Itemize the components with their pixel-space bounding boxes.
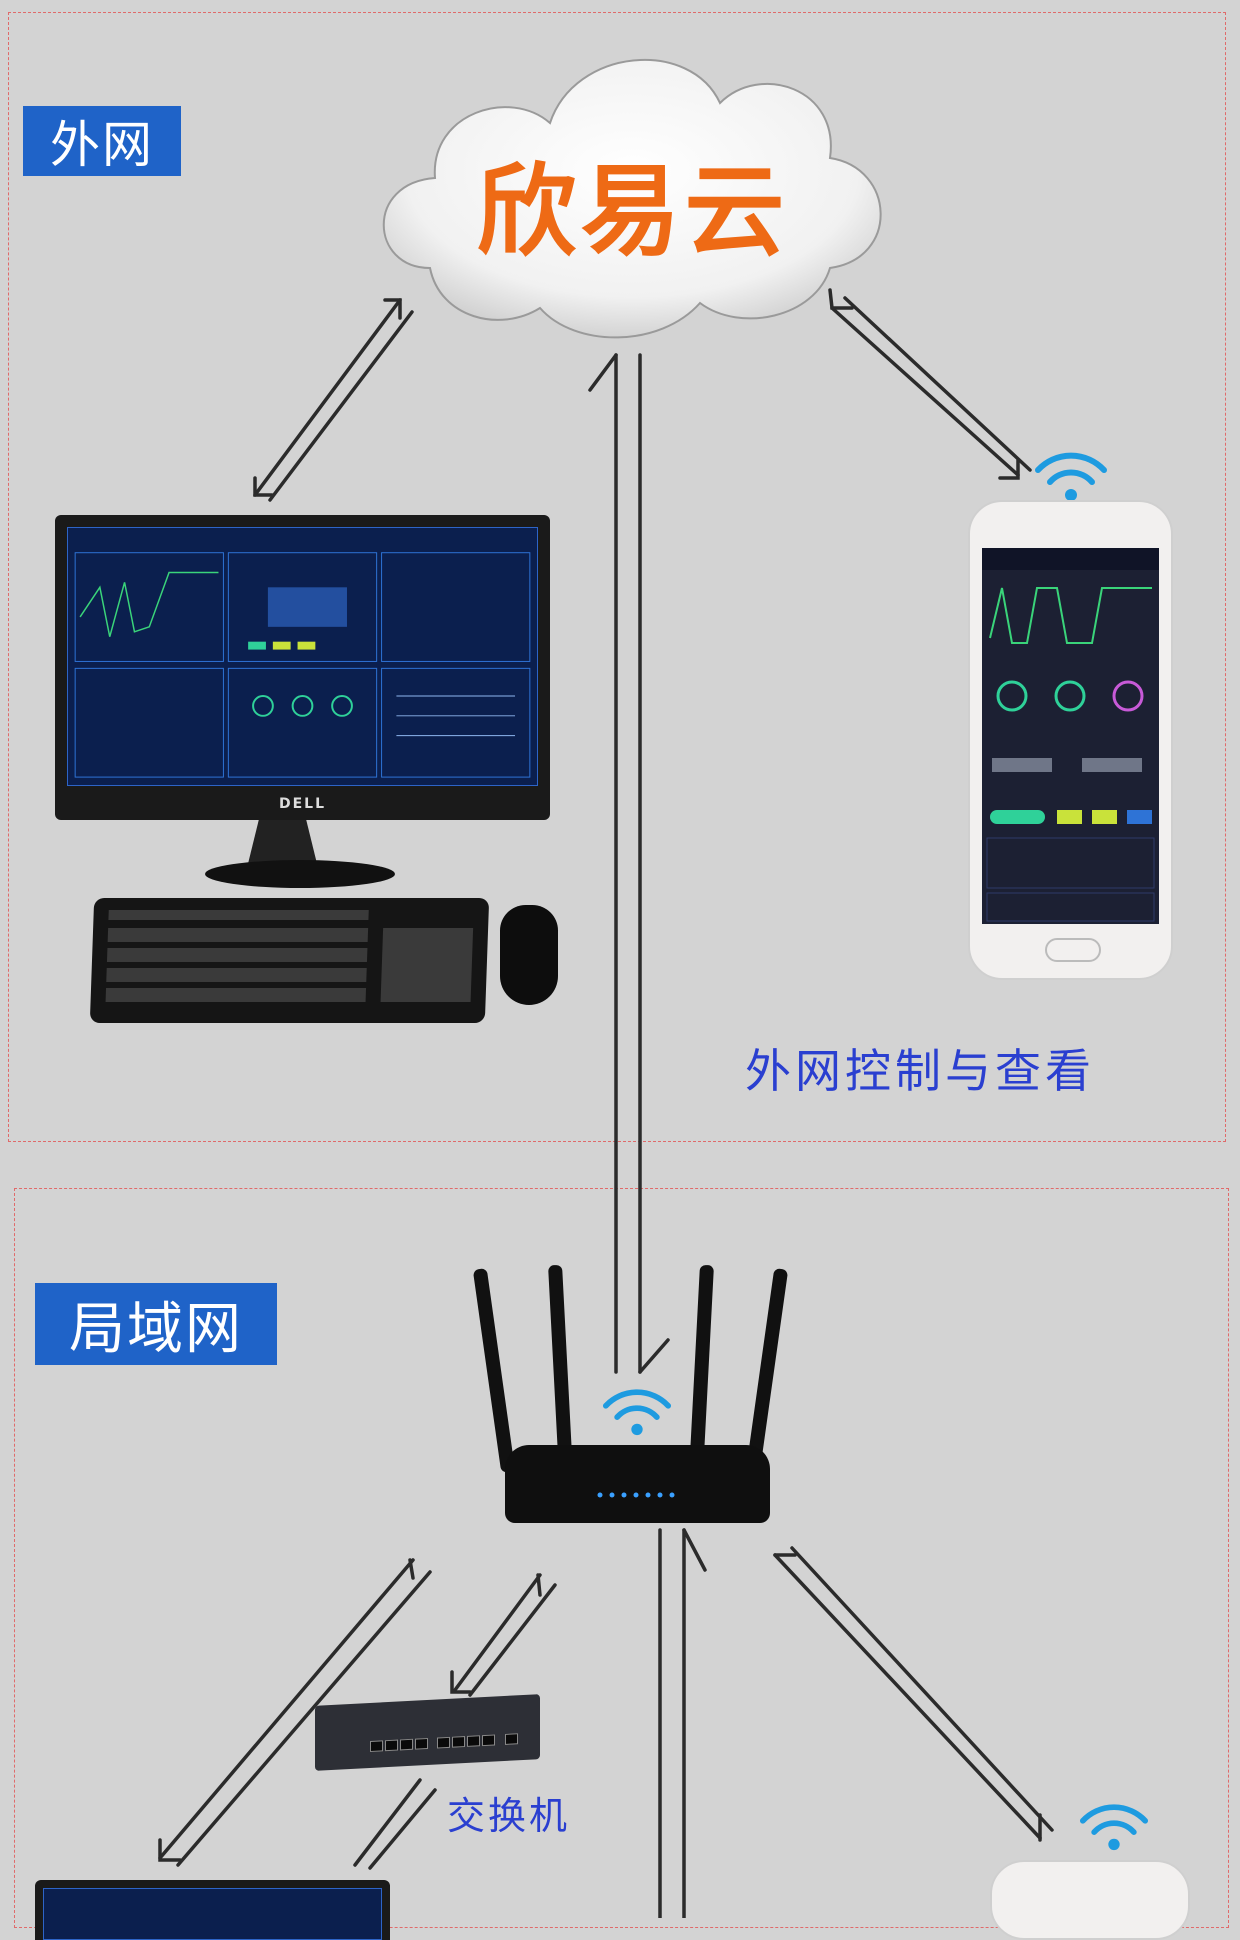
wan-zone-label: 外网 [23, 106, 181, 176]
switch-port [437, 1736, 450, 1749]
mouse-icon [500, 905, 558, 1005]
smartphone-icon [968, 500, 1173, 980]
phone-home-button [1045, 938, 1101, 962]
switch-caption: 交换机 [447, 1794, 571, 1838]
switch-port [385, 1739, 398, 1752]
switch-port [505, 1733, 518, 1745]
monitor-screen [43, 1888, 382, 1940]
monitor-screen [67, 527, 538, 786]
wan-control-caption: 外网控制与查看 [745, 1044, 1095, 1098]
software-ui-graphic [74, 552, 531, 778]
switch-port [482, 1734, 495, 1747]
switch-port [370, 1740, 383, 1753]
phone-screen [982, 548, 1159, 924]
switch-icon [315, 1694, 540, 1771]
keyboard-keys [105, 910, 474, 1002]
desktop-computer-icon [35, 1880, 390, 1940]
switch-port [400, 1738, 413, 1751]
keyboard-icon [89, 898, 490, 1023]
desktop-computer-icon: DELL [55, 515, 550, 820]
switch-port [415, 1737, 428, 1750]
switch-port [452, 1736, 465, 1748]
cloud-icon [382, 59, 882, 339]
cloud-title: 欣易云 [476, 153, 789, 270]
smartphone-icon [990, 1860, 1190, 1940]
router-icon [505, 1445, 770, 1523]
router-leds [597, 1492, 675, 1498]
lan-zone-label: 局域网 [35, 1283, 277, 1365]
monitor-brand: DELL [278, 796, 327, 812]
wifi-icon [1035, 452, 1107, 501]
app-ui-graphic [982, 548, 1159, 922]
monitor-base [205, 860, 395, 888]
switch-port [467, 1735, 480, 1747]
wifi-icon [602, 1389, 672, 1436]
wifi-icon [1079, 1804, 1149, 1851]
